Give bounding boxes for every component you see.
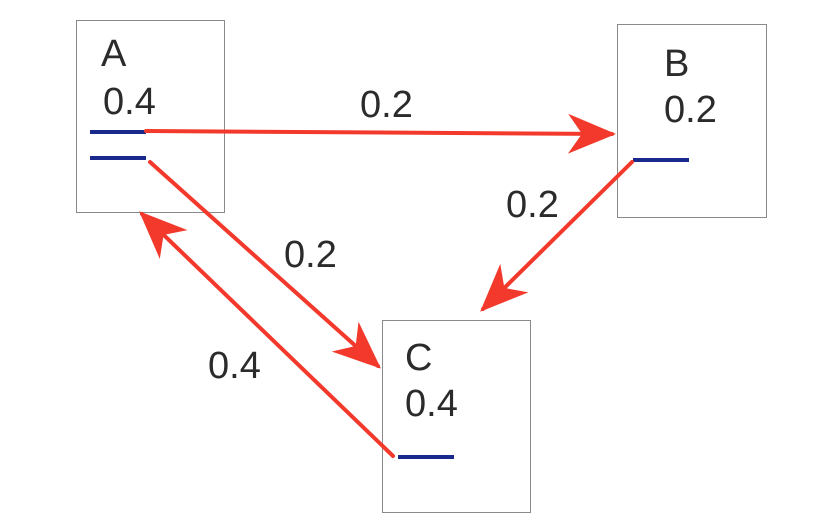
edge-c-to-a[interactable] bbox=[139, 211, 395, 458]
edge-a-to-c-label: 0.2 bbox=[284, 234, 337, 276]
node-a-name: A bbox=[101, 33, 127, 75]
edge-b-to-c[interactable] bbox=[480, 160, 634, 312]
edge-a-to-c[interactable] bbox=[148, 160, 381, 369]
node-a[interactable]: A 0.4 bbox=[76, 20, 225, 213]
edge-c-to-a-label: 0.4 bbox=[208, 345, 261, 387]
node-c-name: C bbox=[405, 337, 433, 379]
node-b-value: 0.2 bbox=[664, 89, 717, 131]
node-c-value: 0.4 bbox=[405, 383, 458, 425]
edge-a-to-b-label: 0.2 bbox=[360, 84, 413, 126]
edge-a-to-b[interactable] bbox=[144, 113, 616, 154]
node-c[interactable]: C 0.4 bbox=[382, 320, 531, 513]
node-b[interactable]: B 0.2 bbox=[617, 24, 767, 218]
edge-b-to-c-label: 0.2 bbox=[506, 184, 559, 226]
node-b-name: B bbox=[664, 43, 690, 85]
node-a-value: 0.4 bbox=[103, 81, 156, 123]
